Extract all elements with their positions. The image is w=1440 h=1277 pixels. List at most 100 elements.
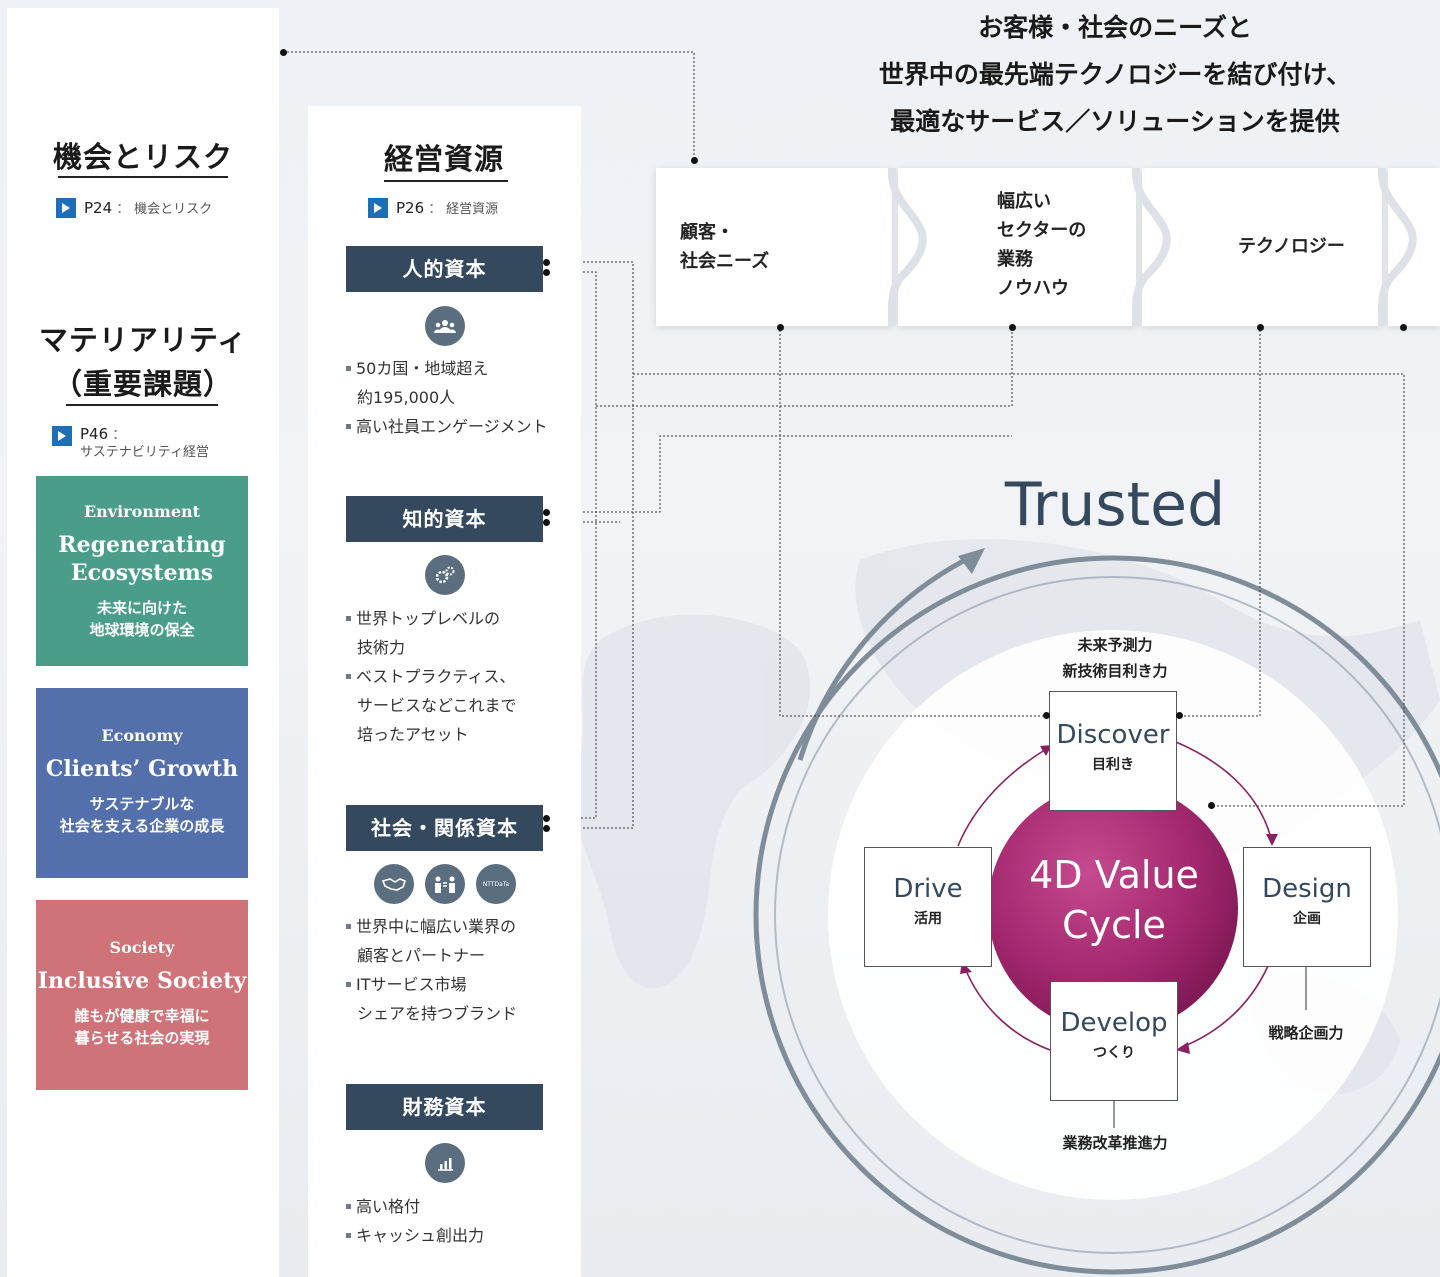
capital-social-bullets: 世界中に幅広い業界の 顧客とパートナー ITサービス市場 シェアを持つブランド <box>346 912 566 1028</box>
card-kind: Society <box>109 938 175 957</box>
puzzle-piece-knowhow <box>898 168 1136 326</box>
materiality-underline <box>66 404 218 406</box>
bullet-item: 高い社員エンゲージメント <box>346 412 566 441</box>
card-kind: Economy <box>101 726 183 745</box>
puzzle-label-knowhow: 幅広いセクターの業務ノウハウ <box>997 191 1087 299</box>
drive-box: Drive 活用 <box>864 847 992 967</box>
box-title: Drive <box>893 874 963 904</box>
capital-social-header: 社会・関係資本 <box>346 805 543 851</box>
capital-financial-bullets: 高い格付 キャッシュ創出力 <box>346 1192 566 1250</box>
people-icon <box>425 306 465 346</box>
chart-icon <box>425 1143 465 1183</box>
connector-dot <box>280 49 287 56</box>
bullet-item: 顧客とパートナー <box>357 946 486 965</box>
connector-dot <box>543 269 550 276</box>
bullet-item: 高い格付 <box>346 1192 566 1221</box>
puzzle-label-needs: 顧客・社会ニーズ <box>680 222 770 272</box>
puzzle-label-technology: テクノロジー <box>1238 236 1345 257</box>
capitals-page-ref[interactable]: P26：経営資源 <box>368 198 498 218</box>
design-skill-label: 戦略企画力 <box>1268 1024 1344 1042</box>
connector-dot <box>1043 712 1050 719</box>
connector-dot <box>543 815 550 822</box>
design-box: Design 企画 <box>1243 847 1371 967</box>
bullet-item: 約195,000人 <box>357 388 456 407</box>
capital-financial-header: 財務資本 <box>346 1084 543 1130</box>
center-sphere <box>988 783 1238 1033</box>
materiality-card-society: Society Inclusive Society 誰もが健康で幸福に暮らせる社… <box>36 900 248 1090</box>
bullet-item: シェアを持つブランド <box>357 1004 518 1023</box>
connector-dot <box>543 509 550 516</box>
bullet-item: ITサービス市場 <box>346 970 566 999</box>
risk-ref-page: P24 <box>84 199 113 217</box>
partners-icon <box>425 864 465 904</box>
puzzle-piece-technology <box>1142 168 1382 326</box>
card-title: Inclusive Society <box>37 968 247 994</box>
bullet-item: 世界トップレベルの <box>346 604 566 633</box>
box-title: Develop <box>1060 1008 1168 1038</box>
capitals-ref-label: 経営資源 <box>446 202 499 217</box>
bullet-item: 技術力 <box>357 638 406 657</box>
bullet-item: ベストプラクティス、 <box>346 662 566 691</box>
trusted-label: Trusted <box>1004 470 1226 540</box>
box-subtitle: つくり <box>1093 1045 1135 1061</box>
headline: お客様・社会のニーズと 世界中の最先端テクノロジーを結び付け、 最適なサービス／… <box>820 4 1410 145</box>
headline-line-3: 最適なサービス／ソリューションを提供 <box>890 107 1340 136</box>
connector-dot <box>1176 712 1183 719</box>
bullet-item: 世界中に幅広い業界の <box>346 912 566 941</box>
develop-skill-label: 業務改革推進力 <box>1062 1134 1168 1152</box>
trusted-arrowhead <box>958 548 985 574</box>
box-subtitle: 活用 <box>914 911 942 927</box>
capital-intellectual-header: 知的資本 <box>346 496 543 542</box>
connector-dot <box>1400 324 1407 331</box>
risk-title: 機会とリスク <box>52 140 233 174</box>
box-title: Discover <box>1056 720 1170 750</box>
card-subtitle: 誰もが健康で幸福に暮らせる社会の実現 <box>74 1007 210 1047</box>
box-subtitle: 企画 <box>1293 911 1321 927</box>
connector-dot <box>777 324 784 331</box>
risk-ref-sep: ： <box>116 201 131 217</box>
gears-icon <box>425 555 465 595</box>
risk-ref-label: 機会とリスク <box>134 202 213 217</box>
capital-human-bullets: 50カ国・地域超え 約195,000人 高い社員エンゲージメント <box>346 354 566 441</box>
develop-box: Develop つくり <box>1050 981 1178 1101</box>
capitals-ref-page: P26 <box>396 199 425 217</box>
trusted-arc <box>797 552 977 761</box>
box-title: Design <box>1262 874 1352 904</box>
capitals-panel <box>308 106 581 1277</box>
capital-intellectual-bullets: 世界トップレベルの 技術力 ベストプラクティス、 サービスなどこれまで 培ったア… <box>346 604 566 749</box>
card-kind: Environment <box>83 502 201 521</box>
risk-page-ref[interactable]: P24：機会とリスク <box>56 198 212 218</box>
connector-dot <box>1257 324 1264 331</box>
risk-title-underline <box>58 176 228 178</box>
card-title: Clients’ Growth <box>45 756 239 782</box>
bullet-item: キャッシュ創出力 <box>346 1221 566 1250</box>
connector-dot <box>543 825 550 832</box>
discover-box: Discover 目利き <box>1049 691 1177 811</box>
outer-ring <box>753 555 1440 1275</box>
play-icon <box>56 198 76 218</box>
capitals-ref-sep: ： <box>428 201 443 217</box>
materiality-title-line-2: （重要課題） <box>52 367 233 401</box>
play-icon <box>368 198 388 218</box>
connector-dot <box>691 157 698 164</box>
box-subtitle: 目利き <box>1092 757 1134 773</box>
bullet-item: 50カ国・地域超え <box>346 354 566 383</box>
materiality-ref-label: サステナビリティ経営 <box>80 445 209 460</box>
card-subtitle: 未来に向けた地球環境の保全 <box>89 599 195 639</box>
middle-ring <box>774 576 1440 1254</box>
connector-dot <box>1208 802 1215 809</box>
card-subtitle: サステナブルな社会を支える企業の成長 <box>59 795 225 835</box>
capitals-underline <box>384 180 508 182</box>
connector-dot <box>543 259 550 266</box>
play-icon <box>52 426 72 446</box>
capital-human-header: 人的資本 <box>346 246 543 292</box>
discover-skill-label: 未来予測力新技術目利き力 <box>1062 636 1168 680</box>
materiality-ref-page: P46 <box>80 425 109 443</box>
bullet-item: 培ったアセット <box>357 725 469 744</box>
capitals-title: 経営資源 <box>383 142 504 176</box>
materiality-page-ref[interactable]: P46：サステナビリティ経営 <box>52 426 209 461</box>
nttdata-logo-icon: NTTDaTa <box>476 864 516 904</box>
puzzle-knobs <box>887 168 1417 327</box>
